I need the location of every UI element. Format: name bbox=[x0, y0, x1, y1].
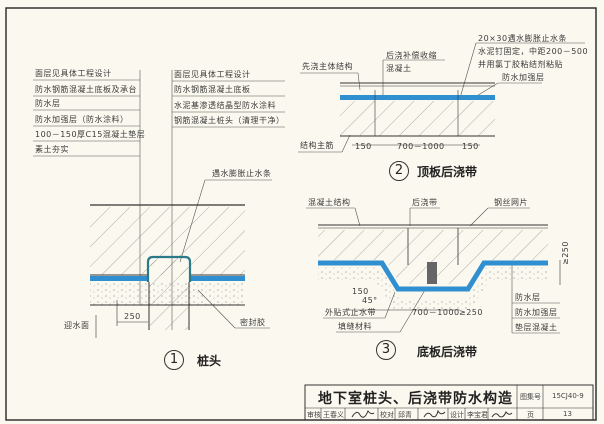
label: 垫层混凝土 bbox=[515, 323, 558, 332]
filler-label: 填缝材料 bbox=[338, 322, 372, 331]
label: 防水加强层（防水涂料） bbox=[35, 115, 129, 124]
dim: 700－1000 bbox=[397, 142, 445, 151]
review-label: 审核 bbox=[307, 411, 321, 419]
dim: 150 bbox=[462, 142, 479, 151]
post-pour-label-2: 混凝土 bbox=[386, 64, 412, 73]
main-rebar-label: 结构主筋 bbox=[300, 141, 334, 150]
label: 素土夯实 bbox=[35, 145, 69, 154]
sealant-label: 密封胶 bbox=[240, 318, 266, 327]
reviewer: 王春义 bbox=[323, 411, 344, 419]
ext-waterstop-label: 外贴式止水带 bbox=[325, 308, 376, 317]
post-pour-label: 后浇补偿收缩 bbox=[386, 51, 437, 60]
water-side-label: 迎水面 bbox=[64, 321, 90, 330]
label: 防水层 bbox=[35, 99, 61, 108]
mesh-label: 钢丝网片 bbox=[494, 198, 528, 207]
structure-label: 混凝土结构 bbox=[308, 198, 351, 207]
label: 防水层 bbox=[515, 293, 541, 302]
label: 水泥基渗透结晶型防水涂料 bbox=[174, 101, 276, 110]
detail-number-1: 1 bbox=[164, 350, 184, 370]
atlas-label: 图集号 bbox=[520, 393, 541, 401]
atlas-number: 15CJ40-9 bbox=[552, 392, 584, 400]
dim-min: ≥250 bbox=[459, 308, 483, 317]
detail-number-3: 3 bbox=[376, 340, 396, 360]
dim-250: 250 bbox=[124, 312, 141, 321]
dim-depth: ≥250 bbox=[561, 241, 570, 265]
waterstop-block bbox=[427, 262, 437, 284]
detail3-caption: 底板后浇带 bbox=[417, 345, 478, 359]
dim-150: 150 bbox=[352, 287, 369, 296]
label: 100－150厚C15混凝土垫层 bbox=[35, 130, 146, 139]
label: 防水加强层 bbox=[515, 308, 558, 317]
label: 防水钢筋混凝土底板 bbox=[174, 85, 251, 94]
designer: 李宝君 bbox=[467, 411, 488, 419]
signature-designer bbox=[491, 411, 513, 418]
label: 防水钢筋混凝土底板及承台 bbox=[35, 85, 137, 94]
page-number: 13 bbox=[563, 410, 572, 418]
reinforce-label: 防水加强层 bbox=[502, 73, 545, 82]
note-3: 并用氯丁胶粘结剂粘贴 bbox=[478, 60, 563, 69]
page-label: 页 bbox=[527, 411, 534, 419]
design-label: 设计 bbox=[450, 411, 464, 419]
waterstop-label: 遇水膨胀止水条 bbox=[212, 169, 272, 178]
dim: 150 bbox=[355, 142, 372, 151]
angle-label: 45° bbox=[362, 296, 378, 305]
detail2-caption: 顶板后浇带 bbox=[417, 165, 478, 179]
check-label: 校对 bbox=[380, 411, 394, 419]
checker: 邱青 bbox=[398, 411, 412, 419]
sheet-frame bbox=[5, 7, 597, 421]
label: 面层见具体工程设计 bbox=[35, 69, 112, 78]
note-2: 水泥钉固定，中距200－500 bbox=[478, 47, 589, 56]
label: 钢筋混凝土桩头（清理干净） bbox=[174, 116, 285, 125]
signature-reviewer bbox=[351, 409, 375, 418]
dim-width: 700－1000 bbox=[412, 308, 460, 317]
note-1: 20×30遇水膨胀止水条 bbox=[478, 34, 568, 43]
sheet-title: 地下室桩头、后浇带防水构造 bbox=[318, 391, 513, 407]
signature-checker bbox=[423, 409, 446, 418]
first-pour-label: 先浇主体结构 bbox=[302, 62, 353, 71]
post-band-label: 后浇带 bbox=[412, 198, 438, 207]
detail1-caption: 桩头 bbox=[197, 354, 222, 368]
detail-number-2: 2 bbox=[389, 161, 409, 181]
label: 面层见具体工程设计 bbox=[174, 70, 251, 79]
